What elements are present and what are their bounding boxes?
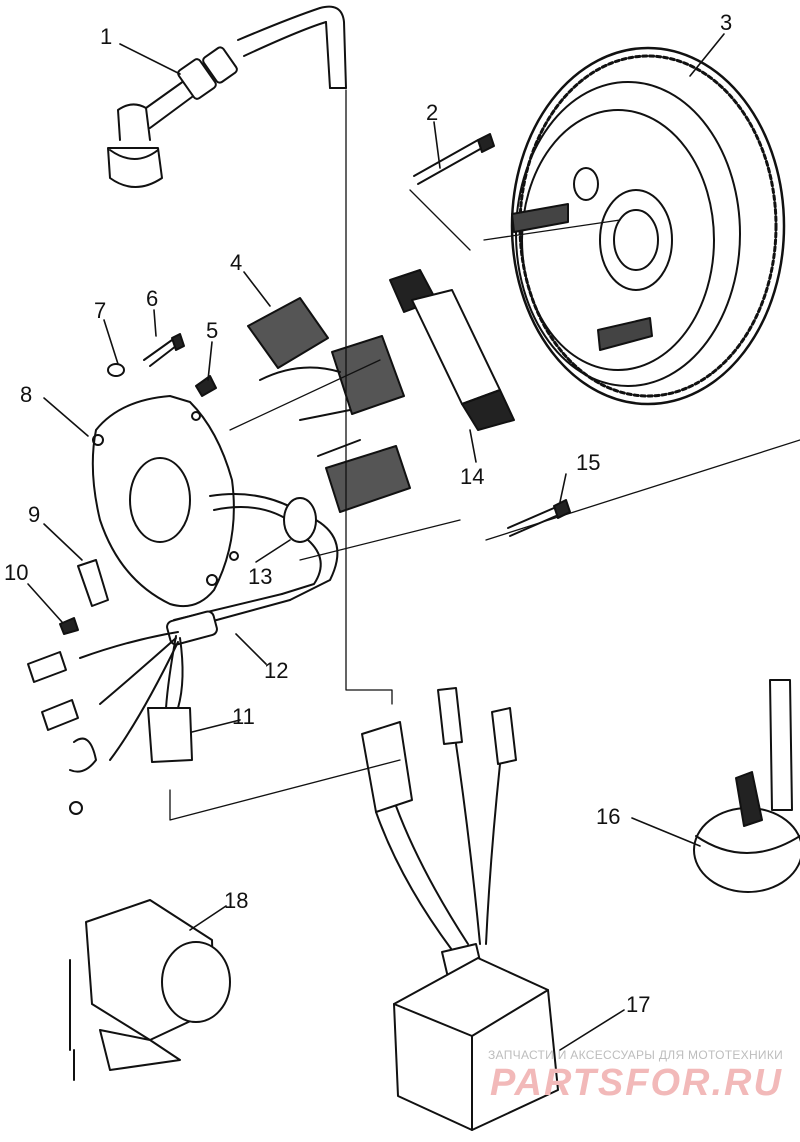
callout-15: 15 [576, 450, 601, 475]
pulse-coil [389, 269, 515, 431]
callout-7: 7 [94, 298, 107, 323]
leader-lines [27, 33, 725, 1051]
callout-14: 14 [460, 464, 485, 489]
stator-plate [91, 395, 239, 608]
watermark-brand: PARTSFOR.RU [490, 1062, 783, 1104]
flywheel [510, 46, 786, 406]
callout-18: 18 [224, 888, 249, 913]
harness-connectors [27, 631, 193, 815]
callout-13: 13 [248, 564, 273, 589]
callout-1: 1 [100, 24, 113, 49]
small-hardware [59, 333, 217, 635]
callout-16: 16 [596, 804, 621, 829]
cdi-box [361, 687, 559, 1131]
starter-solenoid [69, 899, 231, 1081]
watermark-tagline: ЗАПЧАСТИ И АКСЕССУАРЫ ДЛЯ МОТОТЕХНИКИ [488, 1048, 784, 1062]
callout-9: 9 [28, 502, 41, 527]
flywheel-bolt [413, 133, 495, 185]
callout-5: 5 [206, 318, 219, 343]
callout-11: 11 [232, 704, 255, 729]
callout-3: 3 [720, 10, 733, 35]
callout-2: 2 [426, 100, 439, 125]
stator-coils [247, 297, 411, 513]
stator-bolt [507, 499, 571, 537]
spark-plug-cap [107, 5, 347, 188]
ignition-coil [693, 679, 800, 893]
callout-8: 8 [20, 382, 33, 407]
callout-6: 6 [146, 286, 159, 311]
callout-4: 4 [230, 250, 243, 275]
callout-17: 17 [626, 992, 651, 1017]
callout-10: 10 [4, 560, 29, 585]
assembly-lines [169, 89, 800, 821]
callout-12: 12 [264, 658, 289, 683]
